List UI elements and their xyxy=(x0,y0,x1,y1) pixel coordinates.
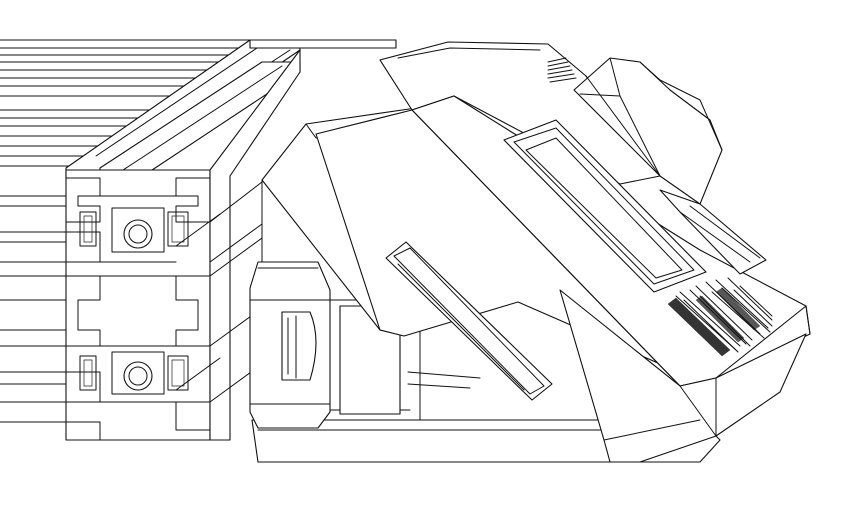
slotted-side-rail xyxy=(249,39,397,49)
extrusion-end-face xyxy=(65,177,211,441)
angled-enclosure-housing xyxy=(261,41,811,463)
display-window xyxy=(503,119,707,293)
lower-center-bore xyxy=(123,361,153,391)
knurl-detail xyxy=(547,57,577,83)
cable-gland xyxy=(281,311,317,381)
upper-center-bore xyxy=(123,219,153,249)
vent-grille xyxy=(667,277,773,357)
aluminum-extrusion-profile xyxy=(0,39,301,441)
extrusion-rail-lines xyxy=(0,39,291,423)
side-slot xyxy=(385,241,553,401)
